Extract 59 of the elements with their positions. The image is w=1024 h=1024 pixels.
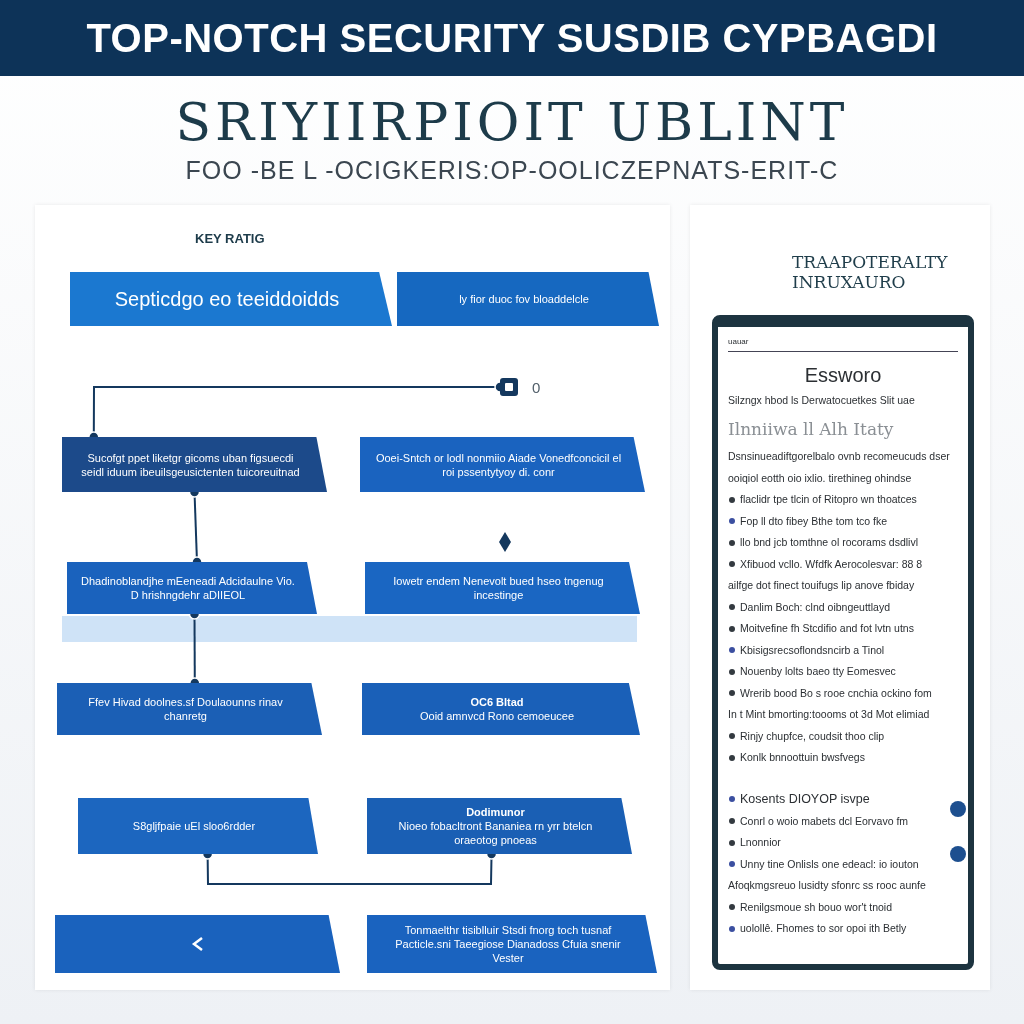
text-line: Konlk bnnoottuin bwsfvegs bbox=[728, 747, 958, 769]
text-line: Lnonnior bbox=[728, 832, 958, 854]
text-line: llo bnd jcb tomthne ol rocorams dsdlivl bbox=[728, 532, 958, 554]
text-line: ailfge dot finect touifugs lip anove fbiday bbox=[728, 578, 916, 593]
banner-text: Ooid amnvcd Rono cemoeucee bbox=[419, 709, 575, 723]
text-line: Nouenby lolts baeo tty Eomesvec bbox=[728, 661, 958, 683]
banner-box bbox=[57, 683, 322, 735]
text-line: ooiqiol eotth oio ixlio. tirethineg ohindse bbox=[728, 470, 913, 486]
square-icon bbox=[500, 378, 518, 396]
text-line: Afoqkmgsreuo lusidty sfonrc ss rooc aunfe bbox=[728, 878, 927, 893]
banner-box bbox=[367, 798, 632, 854]
text-line: uolollê. Fhomes to sor opoi ith Betly bbox=[728, 918, 958, 940]
text-line: uauar bbox=[728, 333, 958, 352]
banner-box bbox=[365, 562, 640, 614]
banner-box bbox=[67, 562, 317, 614]
banner-text: Ooei-Sntch or lodl nonmiio Aiade Vonedfconcicil el roi pssentytyoy di. conr bbox=[374, 450, 623, 479]
text-line: Ilnniiwa ll Alh Itaty bbox=[728, 418, 895, 441]
phone-screen bbox=[712, 315, 974, 970]
text-line: Xfibuod vcllo. Wfdfk Aerocolesvar: 88 8 bbox=[728, 553, 958, 575]
banner-box bbox=[78, 798, 318, 854]
banner-text: Iowetr endem Nenevolt bued hseo tngenug incestinge bbox=[392, 574, 605, 602]
text-line: Kosents DIOYOP isvpe bbox=[728, 786, 958, 811]
text-line: Fop ll dto fibey Bthe tom tco fke bbox=[728, 510, 958, 532]
text-line: Silzngx hbod ls Derwatocuetkes Slit uae bbox=[728, 393, 916, 408]
text-line: flaclidr tpe tlcin of Ritopro wn thoatces bbox=[728, 489, 958, 511]
text-line: Conrl o woio mabets dcl Eorvavo fm bbox=[728, 810, 958, 832]
section-heading: KEY RATIG bbox=[195, 231, 265, 246]
text-line: Kbisigsrecsoflondsncirb a Tinol bbox=[728, 639, 958, 661]
title: TOP-NOTCH SECURITY SUSDIB CYPBAGDI bbox=[86, 15, 938, 61]
panel-heading: TRAAPOTERALTY INRUXAURO bbox=[792, 252, 949, 292]
tagline: FOO -BE L -OCIGKERIS:OP-OOLICZEPNATS-ERIT-C bbox=[184, 156, 840, 185]
banner-box bbox=[70, 272, 392, 326]
banner-box bbox=[360, 437, 645, 492]
screen-heading: Essworo bbox=[803, 363, 883, 388]
text-line: Moitvefine fh Stcdifio and fot lvtn utns bbox=[728, 618, 958, 640]
banner-box bbox=[362, 683, 640, 735]
text-line: Wrerib bood Bo s rooe cnchia ockino fom bbox=[728, 682, 958, 704]
banner-text: S8gljfpaie uEl sloo6rdder bbox=[132, 819, 256, 833]
text-line: Dsnsinueadiftgorelbalo ovnb recomeucuds dser bbox=[728, 449, 951, 464]
banner-text: ly fior duoc fov bloaddelcle bbox=[459, 292, 589, 306]
banner-text: Ffev Hivad doolnes.sf Doulaounns rinav chanretg bbox=[87, 695, 284, 723]
banner-text: Nioeo fobacltront Bananiea rn yrr btelcn oraeotog pnoeas bbox=[397, 819, 594, 847]
text-line: Danlim Boch: clnd oibngeuttlayd bbox=[728, 596, 958, 618]
banner-box bbox=[367, 915, 657, 973]
banner-box bbox=[55, 915, 340, 973]
banner-text: Tonmaelthr tisiblluir Stsdi fnorg toch tusnaf Pacticle.sni Taeegiose Dianadoss Cfuia snenir Vester bbox=[394, 923, 622, 965]
banner-text: Septicdgo eo teeiddoidds bbox=[114, 287, 340, 311]
text-line: In t Mint bmorting:toooms ot 3d Mot elimiad bbox=[728, 707, 931, 722]
banner-text: OC6 Bltad bbox=[470, 695, 524, 709]
headline: SRIYIIRPIOIT UBLINT bbox=[174, 92, 850, 152]
banner-text: Dhadinoblandjhe mEeneadi Adcidaulne Vio. D hrishngdehr aDIIEOL bbox=[81, 574, 295, 602]
banner-box bbox=[62, 437, 327, 492]
label: 0 bbox=[532, 379, 541, 396]
text-line: Rinjy chupfce, coudsit thoo clip bbox=[728, 725, 958, 747]
text-line: Renilgsmoue sh bouo wor't tnoid bbox=[728, 896, 958, 918]
banner-text: Dodimunor bbox=[466, 805, 525, 819]
text-line: Unny tine Onlisls one edeacl: io iouton bbox=[728, 853, 958, 875]
banner-box bbox=[397, 272, 659, 326]
banner-text: Sucofgt ppet liketgr gicoms uban figsuecdi seidl iduum ibeuilsgeusictenten tuicoreuitnad bbox=[80, 450, 301, 479]
